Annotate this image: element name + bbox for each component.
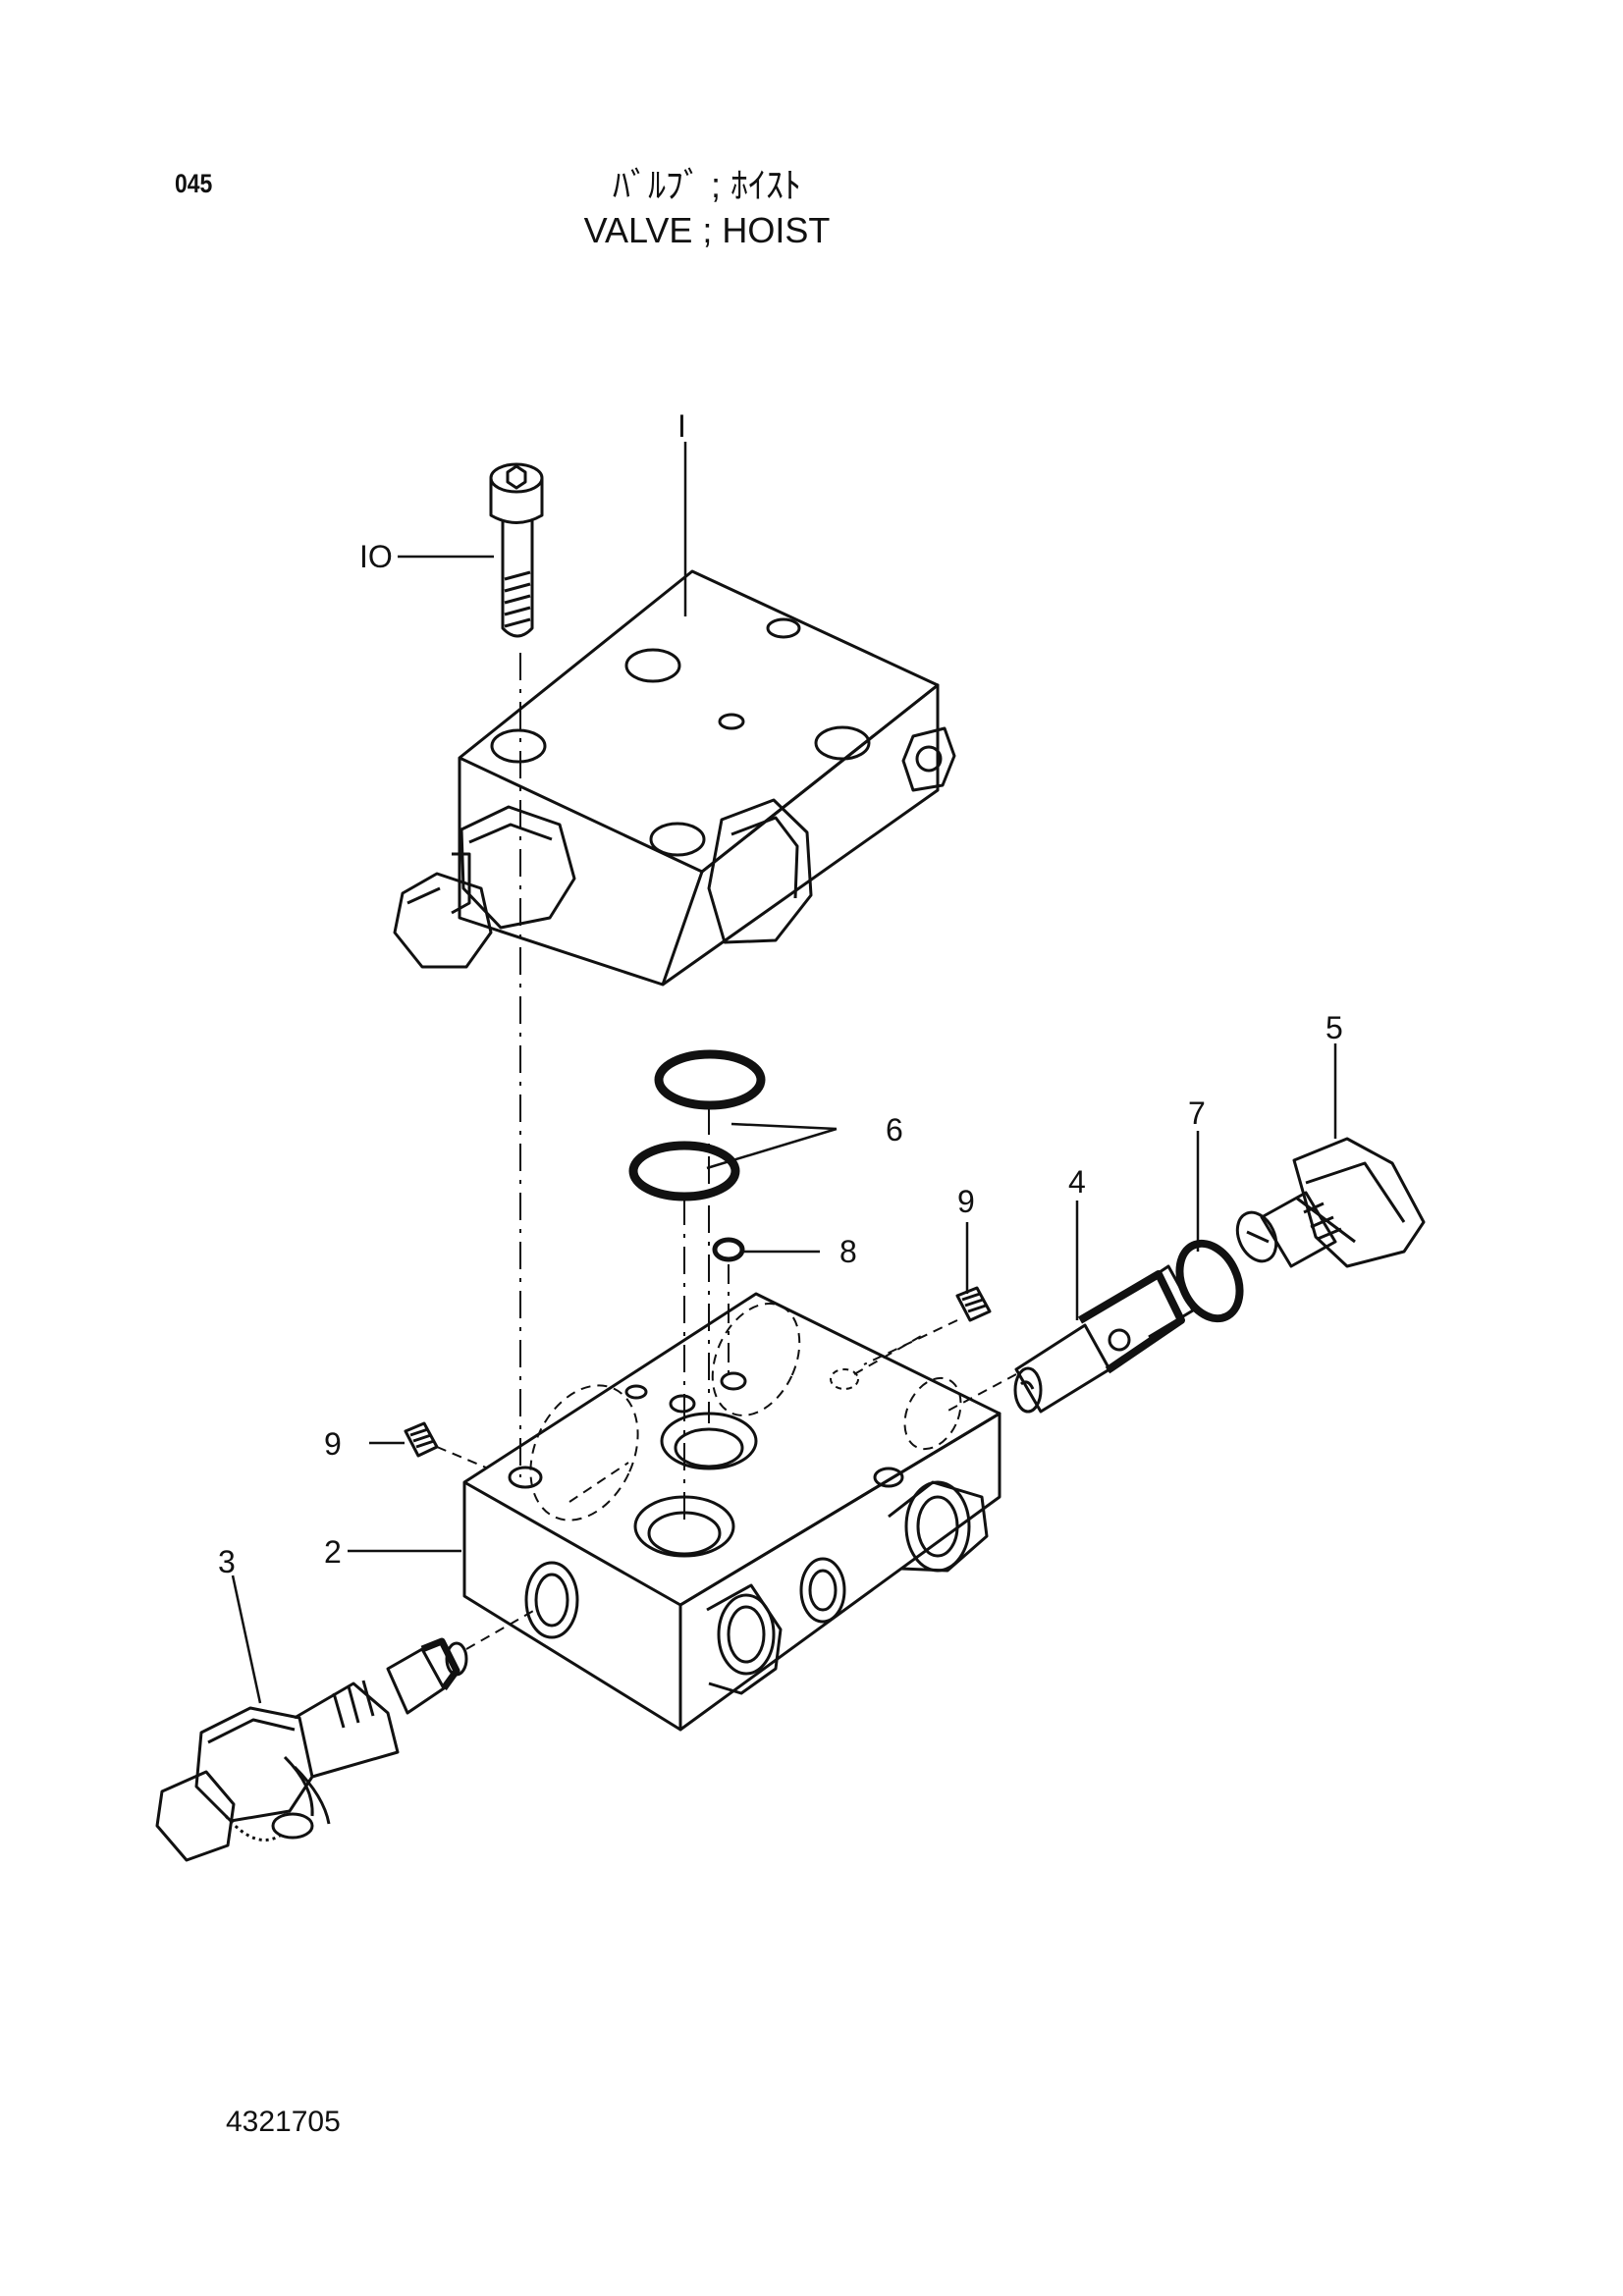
part-7-snap-ring	[1175, 1239, 1244, 1323]
callout-4: 4	[1068, 1164, 1086, 1200]
part-9-set-screw-b	[955, 1286, 992, 1322]
page-number: 045	[175, 169, 213, 198]
part-4-poppet	[1013, 1264, 1195, 1414]
part-5-plug	[1235, 1137, 1426, 1268]
callout-6: 6	[886, 1112, 903, 1148]
callout-9-left: 9	[324, 1426, 342, 1462]
part-6-o-rings	[628, 1049, 766, 1201]
callout-10: IO	[359, 539, 393, 574]
part-9-set-screw-a	[404, 1421, 439, 1458]
part-2-valve-body	[462, 1292, 1001, 1732]
callout-5: 5	[1325, 1010, 1343, 1045]
part-3-relief-valve	[155, 1637, 468, 1862]
title-english: VALVE ; HOIST	[583, 210, 831, 250]
drawing-code: 4321705	[226, 2106, 341, 2138]
callout-1: I	[677, 408, 686, 444]
callout-2: 2	[324, 1534, 342, 1570]
callout-8: 8	[839, 1234, 857, 1269]
part-10-cap-screw	[489, 462, 544, 638]
part-1-valve-block	[393, 569, 956, 987]
callout-9-right: 9	[957, 1184, 975, 1219]
title-japanese: ﾊﾞﾙﾌﾞ ; ﾎｲｽﾄ	[612, 165, 801, 205]
callout-3: 3	[218, 1544, 236, 1579]
part-8-o-ring	[712, 1237, 745, 1262]
callout-7: 7	[1188, 1095, 1206, 1131]
